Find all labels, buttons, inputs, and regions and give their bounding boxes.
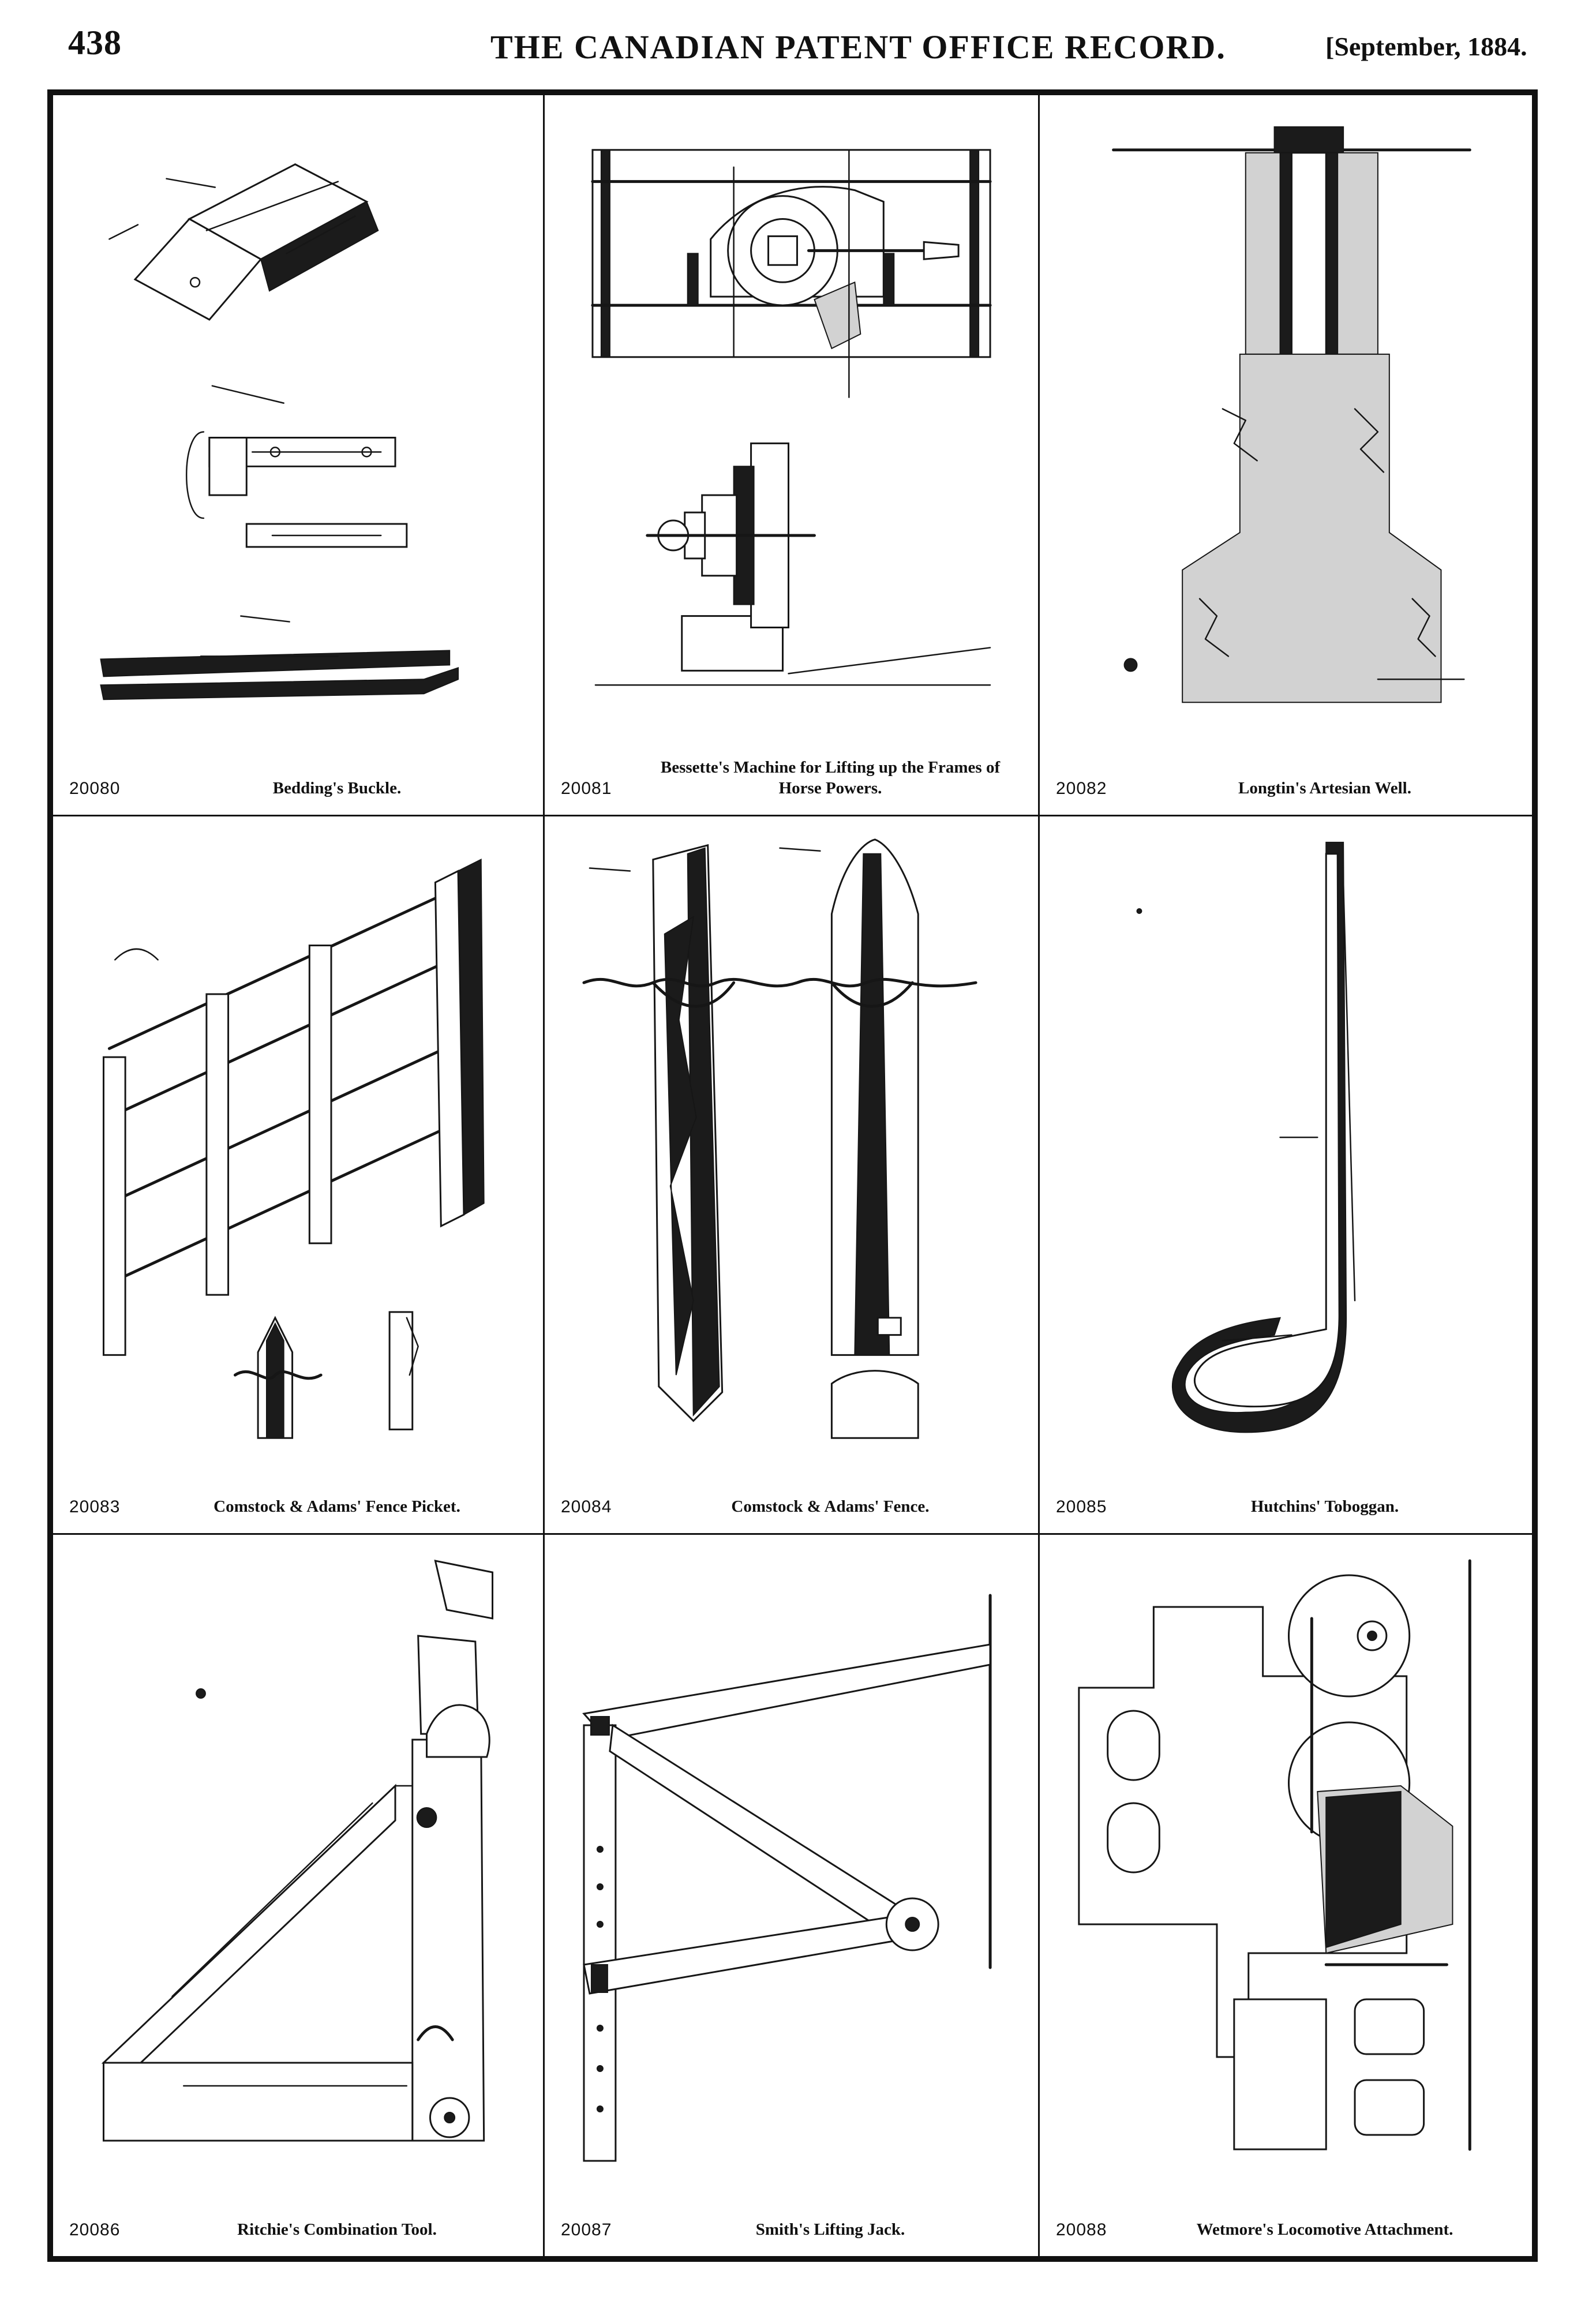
page-number: 438 bbox=[68, 24, 122, 62]
patent-number: 20082 bbox=[1056, 779, 1107, 798]
patent-number: 20085 bbox=[1056, 1497, 1107, 1516]
patent-title: Ritchie's Combination Tool. bbox=[237, 2220, 437, 2239]
patent-number: 20088 bbox=[1056, 2220, 1107, 2239]
fence-picket-drawing-icon bbox=[69, 831, 527, 1461]
patent-title: Longtin's Artesian Well. bbox=[1238, 778, 1411, 797]
patent-number: 20081 bbox=[561, 779, 612, 798]
lifting-jack-drawing-icon bbox=[561, 1549, 1022, 2184]
patent-caption: 20083 Comstock & Adams' Fence Picket. bbox=[69, 1479, 527, 1517]
patent-plate-frame: 20080 Bedding's Buckle. bbox=[47, 89, 1538, 2262]
patent-caption: 20081 Bessette's Machine for Lifting up … bbox=[561, 758, 1022, 799]
fence-drawing-icon bbox=[561, 831, 1022, 1461]
patent-cell-20085: 20085 Hutchins' Toboggan. bbox=[1040, 816, 1532, 1535]
patent-cell-20086: 20086 Ritchie's Combination Tool. bbox=[53, 1535, 545, 2256]
patent-caption: 20085 Hutchins' Toboggan. bbox=[1056, 1479, 1516, 1517]
patent-caption: 20082 Longtin's Artesian Well. bbox=[1056, 760, 1516, 799]
patent-number: 20087 bbox=[561, 2220, 612, 2239]
artesian-well-drawing-icon bbox=[1056, 110, 1516, 743]
patent-caption: 20088 Wetmore's Locomotive Attachment. bbox=[1056, 2202, 1516, 2240]
issue-date: [September, 1884. bbox=[1325, 32, 1527, 61]
patent-caption: 20084 Comstock & Adams' Fence. bbox=[561, 1479, 1022, 1517]
patent-caption: 20087 Smith's Lifting Jack. bbox=[561, 2202, 1022, 2240]
patent-cell-20080: 20080 Bedding's Buckle. bbox=[53, 95, 545, 816]
patent-title: Comstock & Adams' Fence. bbox=[731, 1497, 930, 1516]
patent-title: Wetmore's Locomotive Attachment. bbox=[1196, 2220, 1453, 2239]
patent-cell-20087: 20087 Smith's Lifting Jack. bbox=[545, 1535, 1040, 2256]
patent-cell-20082: 20082 Longtin's Artesian Well. bbox=[1040, 95, 1532, 816]
patent-title: Bedding's Buckle. bbox=[272, 778, 402, 797]
patent-number: 20084 bbox=[561, 1497, 612, 1516]
lifting-machine-drawing-icon bbox=[561, 110, 1022, 743]
patent-cell-20083: 20083 Comstock & Adams' Fence Picket. bbox=[53, 816, 545, 1535]
patent-caption: 20080 Bedding's Buckle. bbox=[69, 760, 527, 799]
page-header: 438 THE CANADIAN PATENT OFFICE RECORD. [… bbox=[0, 0, 1596, 87]
combination-tool-drawing-icon bbox=[69, 1549, 527, 2184]
patent-cell-20081: 20081 Bessette's Machine for Lifting up … bbox=[545, 95, 1040, 816]
patent-cell-20084: 20084 Comstock & Adams' Fence. bbox=[545, 816, 1040, 1535]
locomotive-attachment-drawing-icon bbox=[1056, 1549, 1516, 2184]
patent-number: 20080 bbox=[69, 779, 121, 798]
patent-drawing-grid: 20080 Bedding's Buckle. bbox=[53, 95, 1532, 2256]
patent-title: Smith's Lifting Jack. bbox=[755, 2220, 905, 2239]
patent-title: Comstock & Adams' Fence Picket. bbox=[213, 1497, 460, 1516]
patent-title: Hutchins' Toboggan. bbox=[1250, 1497, 1399, 1516]
patent-number: 20083 bbox=[69, 1497, 121, 1516]
patent-cell-20088: 20088 Wetmore's Locomotive Attachment. bbox=[1040, 1535, 1532, 2256]
patent-title: Bessette's Machine for Lifting up the Fr… bbox=[660, 758, 1001, 797]
buckle-drawing-icon bbox=[69, 110, 527, 743]
patent-number: 20086 bbox=[69, 2220, 121, 2239]
toboggan-drawing-icon bbox=[1056, 831, 1516, 1461]
journal-title: THE CANADIAN PATENT OFFICE RECORD. bbox=[490, 28, 1226, 66]
patent-caption: 20086 Ritchie's Combination Tool. bbox=[69, 2202, 527, 2240]
